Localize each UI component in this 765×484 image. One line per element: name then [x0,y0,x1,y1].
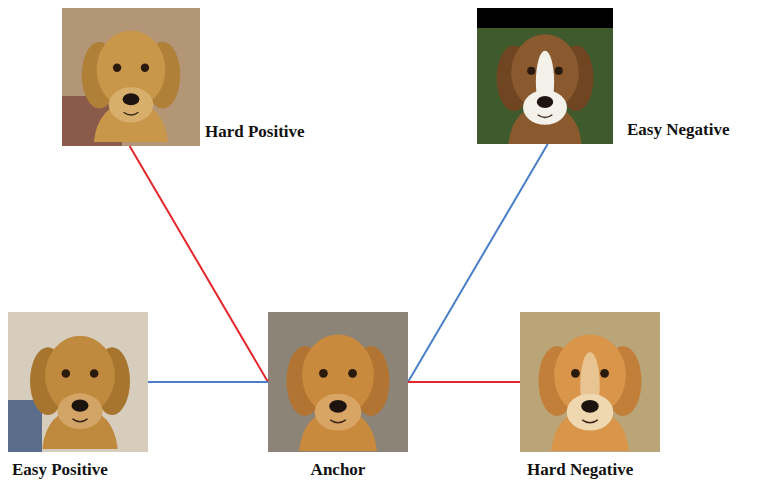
photo-background [62,8,200,146]
dog-photo [30,336,130,449]
photo-background [8,312,148,452]
photo-label: Anchor [311,460,366,480]
similarity-link [408,144,548,382]
photo-node: Anchor [268,312,408,452]
photo-background [477,8,613,144]
similarity-link [408,381,520,383]
photo-label: Hard Positive [205,122,305,142]
photo-node: Easy Positive [8,312,148,452]
photo-background [268,312,408,452]
dog-photo [497,34,594,144]
similarity-link [130,146,268,382]
photo-node: Hard Positive [62,8,200,146]
dog-photo [82,31,180,142]
photo-node: Easy Negative [477,8,613,144]
photo-background [520,312,660,452]
photo-label: Easy Negative [627,120,729,140]
photo-border [477,8,613,28]
similarity-link [148,381,268,383]
photo-node: Hard Negative [520,312,660,452]
dog-photo [539,334,642,451]
dog-photo [287,334,390,451]
photo-label: Hard Negative [527,460,633,480]
photo-label: Easy Positive [12,460,108,480]
